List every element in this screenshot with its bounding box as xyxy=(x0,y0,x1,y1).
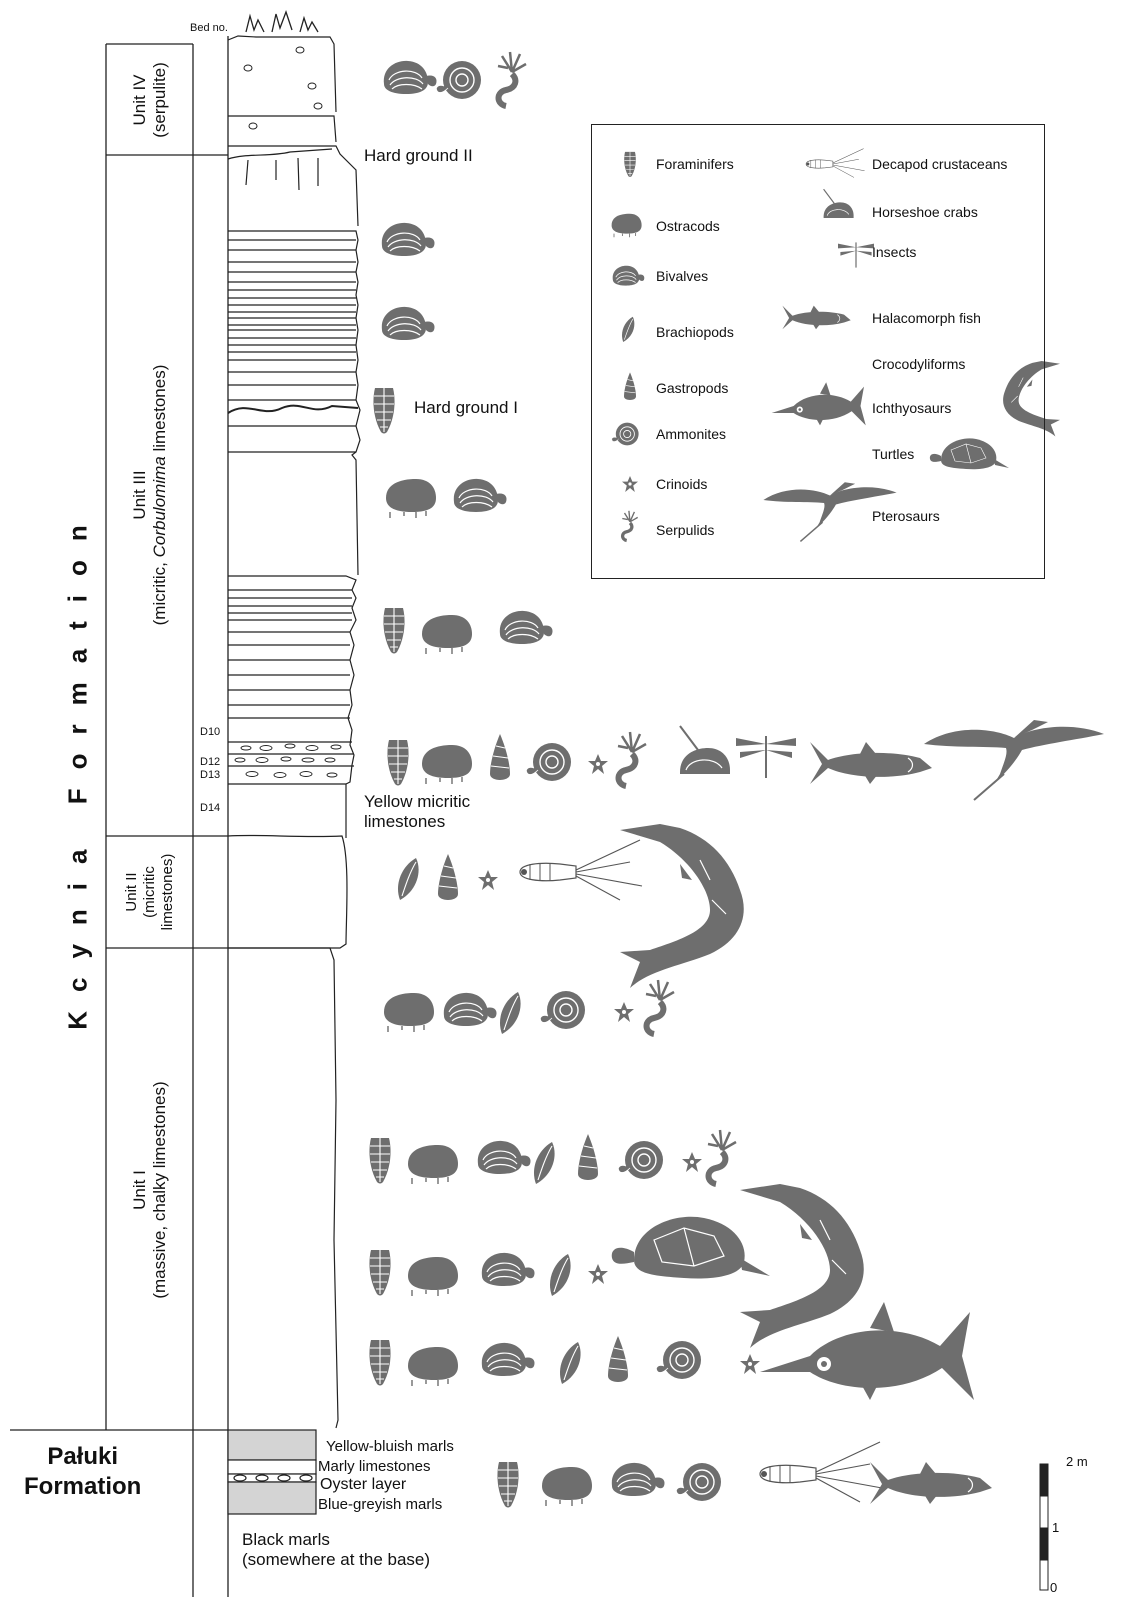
oyster-layer-label: Oyster layer xyxy=(320,1476,406,1494)
legend-ostracods: Ostracods xyxy=(656,218,720,234)
legend-box xyxy=(591,124,1045,579)
fossil-row-unit-iii-a xyxy=(382,223,435,256)
legend-pterosaurs: Pterosaurs xyxy=(872,508,940,524)
marly-limestones-label: Marly limestones xyxy=(318,1458,431,1476)
bed-top-vegetation xyxy=(246,12,318,32)
fossil-row-unit-i-a xyxy=(384,980,674,1034)
fossil-row-unit-iii-d xyxy=(383,608,552,654)
scale-top-label: 2 m xyxy=(1066,1454,1088,1469)
unit-iii-label: Unit III (micritic, Corbulomima limeston… xyxy=(130,365,170,626)
fossil-row-unit-i-b xyxy=(369,1130,736,1184)
legend-halacomorph-fish: Halacomorph fish xyxy=(872,310,981,326)
fossil-row-unit-iii-c xyxy=(386,479,507,518)
unit-i-label: Unit I(massive, chalky limestones) xyxy=(130,1081,170,1298)
fossil-row-unit-i-d xyxy=(369,1302,974,1400)
unit-frame xyxy=(10,36,228,1597)
legend-ichthyosaurs: Ichthyosaurs xyxy=(872,400,951,416)
bed-no-label: Bed no. xyxy=(190,22,228,34)
kcynia-formation-label: Kcynia Formation xyxy=(63,506,94,1030)
fossil-row-hard-ground-i xyxy=(373,388,394,434)
legend-bivalves: Bivalves xyxy=(656,268,708,284)
fossil-row-paluki xyxy=(497,1442,992,1508)
paluki-lithology xyxy=(228,1430,316,1514)
lithology-column xyxy=(228,36,360,1428)
legend-crocodyliforms: Crocodyliforms xyxy=(872,356,965,372)
fossil-row-unit-iv xyxy=(384,52,526,106)
fossil-row-unit-i-c xyxy=(369,1184,863,1348)
scale-bottom-label: 0 xyxy=(1050,1580,1057,1595)
legend-gastropods: Gastropods xyxy=(656,380,728,396)
yellow-bluish-marls-label: Yellow-bluish marls xyxy=(326,1438,454,1456)
hard-ground-ii-label: Hard ground II xyxy=(364,146,473,166)
bed-d12: D12 xyxy=(200,756,220,768)
conglomerate-beds xyxy=(235,744,341,778)
legend-turtles: Turtles xyxy=(872,446,914,462)
legend-ammonites: Ammonites xyxy=(656,426,726,442)
legend-serpulids: Serpulids xyxy=(656,522,714,538)
fossil-row-unit-iii-b xyxy=(382,307,435,340)
fossil-row-unit-ii xyxy=(398,824,744,988)
scale-bar xyxy=(1040,1464,1048,1590)
pebbles xyxy=(244,47,322,129)
scale-mid-label: 1 xyxy=(1052,1520,1059,1535)
legend-insects: Insects xyxy=(872,244,916,260)
blue-greyish-marls-label: Blue-greyish marls xyxy=(318,1496,442,1514)
bed-d14: D14 xyxy=(200,802,220,814)
legend-foraminifers: Foraminifers xyxy=(656,156,734,172)
bed-d13: D13 xyxy=(200,769,220,781)
legend-brachiopods: Brachiopods xyxy=(656,324,734,340)
bed-d10: D10 xyxy=(200,726,220,738)
fossil-row-d12-d13 xyxy=(387,720,1104,800)
black-marls-label: Black marls(somewhere at the base) xyxy=(242,1530,430,1570)
hard-ground-i-label: Hard ground I xyxy=(414,398,518,418)
unit-iv-label: Unit IV(serpulite) xyxy=(130,62,170,138)
legend-decapods: Decapod crustaceans xyxy=(872,156,1007,172)
legend-horseshoe-crabs: Horseshoe crabs xyxy=(872,204,978,220)
legend-crinoids: Crinoids xyxy=(656,476,707,492)
